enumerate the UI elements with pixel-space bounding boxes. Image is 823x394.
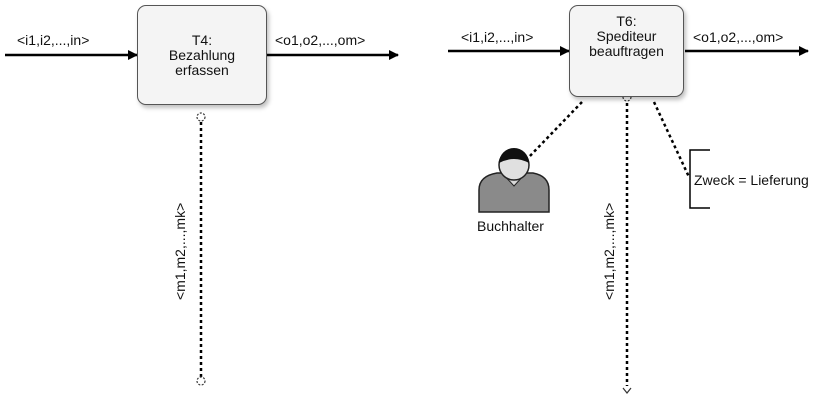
annotation-association <box>652 101 691 178</box>
left-output-label: <o1,o2,...,om> <box>275 32 366 48</box>
left-input-label: <i1,i2,...,in> <box>17 32 90 48</box>
right-end-tick <box>622 387 632 394</box>
actor-label: Buchhalter <box>477 218 544 234</box>
task-t4-name-line1: Bezahlung <box>168 46 236 63</box>
task-t6-id: T6: <box>616 13 637 29</box>
annotation-bracket <box>689 149 710 209</box>
task-t4-id: T4: <box>191 31 213 48</box>
left-top-port[interactable] <box>196 112 206 122</box>
left-message-label: <m1,m2,...,mk> <box>172 202 188 300</box>
task-t6-name-line1: Spediteur <box>596 28 657 44</box>
left-bottom-port[interactable] <box>196 376 206 386</box>
person-icon <box>478 148 550 213</box>
task-t4[interactable]: T4: Bezahlung erfassen <box>137 5 267 105</box>
annotation-text: Zweck = Lieferung <box>694 172 809 188</box>
right-output-label: <o1,o2,...,om> <box>693 29 784 45</box>
task-t6-name-line2: beauftragen <box>589 43 664 59</box>
right-message-label: <m1,m2,...,mk> <box>601 202 617 300</box>
task-t6[interactable]: T6: Spediteur beauftragen <box>569 5 684 97</box>
right-input-label: <i1,i2,...,in> <box>461 29 534 45</box>
actor-association <box>527 101 583 159</box>
task-t4-name-line2: erfassen <box>175 61 229 78</box>
